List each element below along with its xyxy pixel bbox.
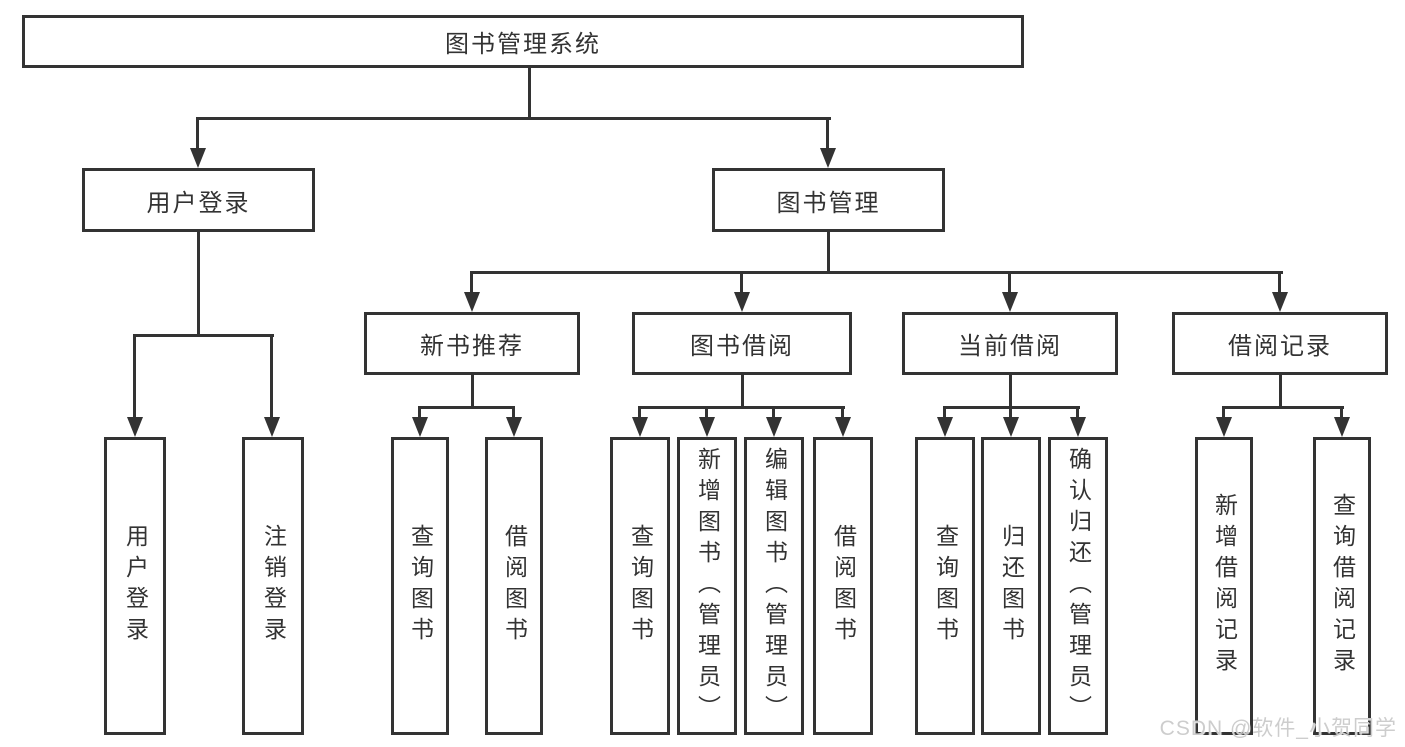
node-borrow-record: 借阅记录	[1172, 312, 1388, 375]
connector-book-borrow-branch	[639, 406, 845, 409]
connector-new-book-stem	[471, 375, 474, 409]
arrow-to-nb-borrow	[506, 406, 522, 437]
arrow-to-bb-borrow	[835, 406, 851, 437]
node-label: 新增图书（管理员）	[694, 446, 721, 726]
arrow-to-bb-add	[699, 406, 715, 437]
node-label: 新书推荐	[420, 333, 524, 360]
node-label: 注销登录	[260, 524, 287, 648]
leaf-cb-return-books: 归还图书	[981, 437, 1041, 735]
node-root-system: 图书管理系统	[22, 15, 1024, 68]
node-label: 查询图书	[407, 524, 434, 648]
leaf-bb-edit-books-admin: 编辑图书（管理员）	[744, 437, 804, 735]
connector-level3-branch	[471, 271, 1283, 274]
connector-current-borrow-stem	[1009, 375, 1012, 409]
node-label: 归还图书	[998, 524, 1025, 648]
arrow-to-leaf-user-login	[127, 334, 143, 437]
connector-user-login-branch	[134, 334, 274, 337]
node-new-book-recommend: 新书推荐	[364, 312, 580, 375]
connector-root-stem	[528, 68, 531, 120]
node-label: 编辑图书（管理员）	[761, 446, 788, 726]
arrow-to-cb-return	[1003, 406, 1019, 437]
arrow-to-cb-confirm	[1070, 406, 1086, 437]
node-current-borrow: 当前借阅	[902, 312, 1118, 375]
node-label: 新增借阅记录	[1211, 493, 1238, 679]
arrow-to-br-query	[1334, 406, 1350, 437]
arrow-to-br-add	[1216, 406, 1232, 437]
arrow-to-new-book	[464, 271, 480, 312]
node-book-management: 图书管理	[712, 168, 945, 232]
node-label: 当前借阅	[958, 333, 1062, 360]
connector-borrow-record-branch	[1223, 406, 1344, 409]
node-label: 借阅图书	[501, 524, 528, 648]
node-label: 借阅记录	[1228, 333, 1332, 360]
node-user-login: 用户登录	[82, 168, 315, 232]
arrow-to-borrow-record	[1272, 271, 1288, 312]
connector-user-login-stem	[197, 232, 200, 337]
leaf-bb-query-books: 查询图书	[610, 437, 670, 735]
node-label: 用户登录	[122, 524, 149, 648]
connector-new-book-branch	[419, 406, 515, 409]
node-label: 借阅图书	[830, 524, 857, 648]
node-label: 图书管理	[776, 189, 881, 217]
node-label: 图书借阅	[690, 333, 794, 360]
node-label: 查询借阅记录	[1329, 493, 1356, 679]
arrow-to-nb-query	[412, 406, 428, 437]
arrow-to-user-login	[190, 117, 206, 168]
leaf-bb-add-books-admin: 新增图书（管理员）	[677, 437, 737, 735]
leaf-nb-query-books: 查询图书	[391, 437, 449, 735]
arrow-to-current-borrow	[1002, 271, 1018, 312]
leaf-bb-borrow-books: 借阅图书	[813, 437, 873, 735]
node-book-borrow: 图书借阅	[632, 312, 852, 375]
leaf-logout: 注销登录	[242, 437, 304, 735]
connector-level2-branch	[197, 117, 831, 120]
connector-book-borrow-stem	[741, 375, 744, 409]
node-label: 图书管理系统	[445, 31, 601, 58]
arrow-to-bb-edit	[766, 406, 782, 437]
arrow-to-leaf-logout	[264, 334, 280, 437]
leaf-cb-query-books: 查询图书	[915, 437, 975, 735]
connector-current-borrow-branch	[944, 406, 1080, 409]
leaf-br-add-record: 新增借阅记录	[1195, 437, 1253, 735]
leaf-user-login: 用户登录	[104, 437, 166, 735]
leaf-br-query-record: 查询借阅记录	[1313, 437, 1371, 735]
node-label: 查询图书	[627, 524, 654, 648]
arrow-to-book-management	[820, 117, 836, 168]
leaf-nb-borrow-books: 借阅图书	[485, 437, 543, 735]
leaf-cb-confirm-return-admin: 确认归还（管理员）	[1048, 437, 1108, 735]
connector-borrow-record-stem	[1279, 375, 1282, 409]
connector-book-management-stem	[827, 232, 830, 274]
node-label: 确认归还（管理员）	[1065, 446, 1092, 726]
arrow-to-book-borrow	[734, 271, 750, 312]
node-label: 用户登录	[146, 189, 251, 217]
arrow-to-bb-query	[632, 406, 648, 437]
arrow-to-cb-query	[937, 406, 953, 437]
node-label: 查询图书	[932, 524, 959, 648]
